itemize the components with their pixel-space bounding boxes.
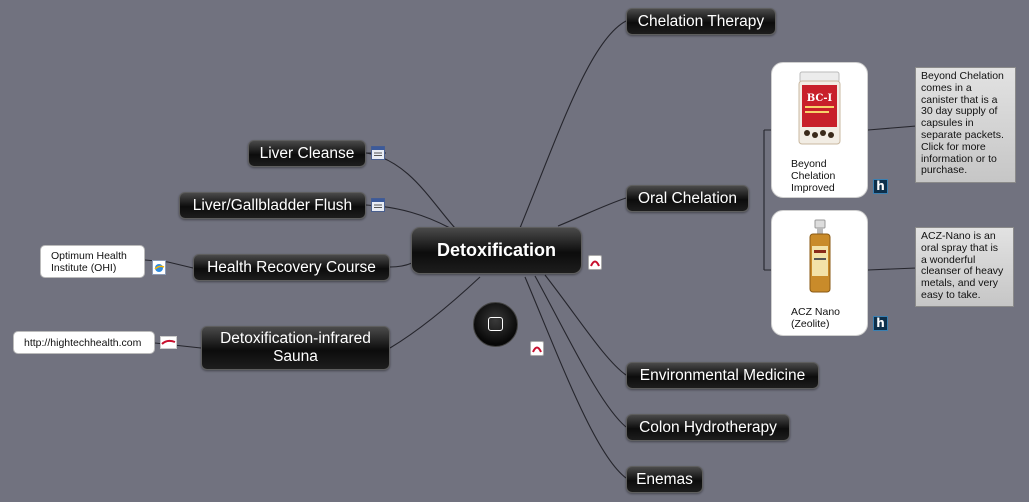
branch-label: Liver/Gallbladder Flush [192,196,353,214]
h-link-icon[interactable]: h [873,179,888,194]
connector-product-bracket [763,129,771,271]
connector-note-1 [867,120,917,131]
connector-oral-chelation [557,197,627,227]
note-beyond-chelation[interactable]: Beyond Chelation comes in a canister tha… [915,67,1016,183]
product-card-beyond-chelation[interactable]: BC-I Beyond Chelation Improved [771,62,868,198]
branch-label: Sauna [273,348,318,365]
floating-node[interactable] [473,302,518,347]
branch-liver-gallbladder-flush[interactable]: Liver/Gallbladder Flush [179,192,366,219]
link-text: Optimum Health [51,249,127,262]
branch-label: Oral Chelation [637,189,738,207]
branch-health-recovery-course[interactable]: Health Recovery Course [193,254,390,281]
spray-bottle-image [809,219,831,293]
note-acz-nano[interactable]: ACZ-Nano is an oral spray that is a wond… [915,227,1014,307]
web-document-icon[interactable] [152,260,166,275]
branch-environmental-medicine[interactable]: Environmental Medicine [626,362,819,389]
branch-enemas[interactable]: Enemas [626,466,703,493]
pdf-attachment-icon[interactable] [588,255,602,270]
link-box-ohi[interactable]: Optimum Health Institute (OHI) [40,245,145,278]
product-card-acz-nano[interactable]: ACZ Nano (Zeolite) [771,210,868,336]
connector-note-2 [867,262,917,271]
link-icon[interactable] [160,336,177,349]
branch-oral-chelation[interactable]: Oral Chelation [626,185,749,212]
central-topic-label: Detoxification [436,240,556,261]
branch-liver-cleanse[interactable]: Liver Cleanse [248,140,366,167]
connector-health-recovery [389,262,413,268]
branch-label: Liver Cleanse [259,144,355,162]
svg-text:BC-I: BC-I [807,93,833,104]
branch-label: Chelation Therapy [637,12,765,30]
branch-label: Colon Hydrotherapy [639,418,777,436]
product-label: ACZ Nano (Zeolite) [791,306,841,330]
connector-liver-cleanse [365,152,456,229]
branch-infrared-sauna[interactable]: Detoxification-infrared Sauna [201,326,390,370]
branch-label: Environmental Medicine [639,366,806,384]
canister-image: BC-I [798,71,841,145]
connector-infrared-sauna [389,276,481,349]
link-text: Institute (OHI) [51,261,117,274]
h-link-icon[interactable]: h [873,316,888,331]
product-label: Beyond Chelation Improved [791,158,836,194]
branch-chelation-therapy[interactable]: Chelation Therapy [626,8,776,35]
connector-colon-hydrotherapy [534,275,627,428]
connector-environmental-medicine [544,274,627,376]
link-text: http://hightechhealth.com [24,336,142,349]
calendar-icon[interactable] [371,146,385,160]
branch-label: Health Recovery Course [207,258,376,276]
pdf-attachment-icon[interactable] [530,341,544,356]
branch-label: Detoxification-infrared [220,330,371,348]
link-box-hightech[interactable]: http://hightechhealth.com [13,331,155,354]
branch-colon-hydrotherapy[interactable]: Colon Hydrotherapy [626,414,790,441]
calendar-icon[interactable] [371,198,385,212]
square-icon [488,317,503,331]
central-topic[interactable]: Detoxification [411,227,582,274]
branch-label: Enemas [636,470,693,488]
connector-enemas [524,276,627,479]
connector-chelation-therapy [519,20,627,229]
